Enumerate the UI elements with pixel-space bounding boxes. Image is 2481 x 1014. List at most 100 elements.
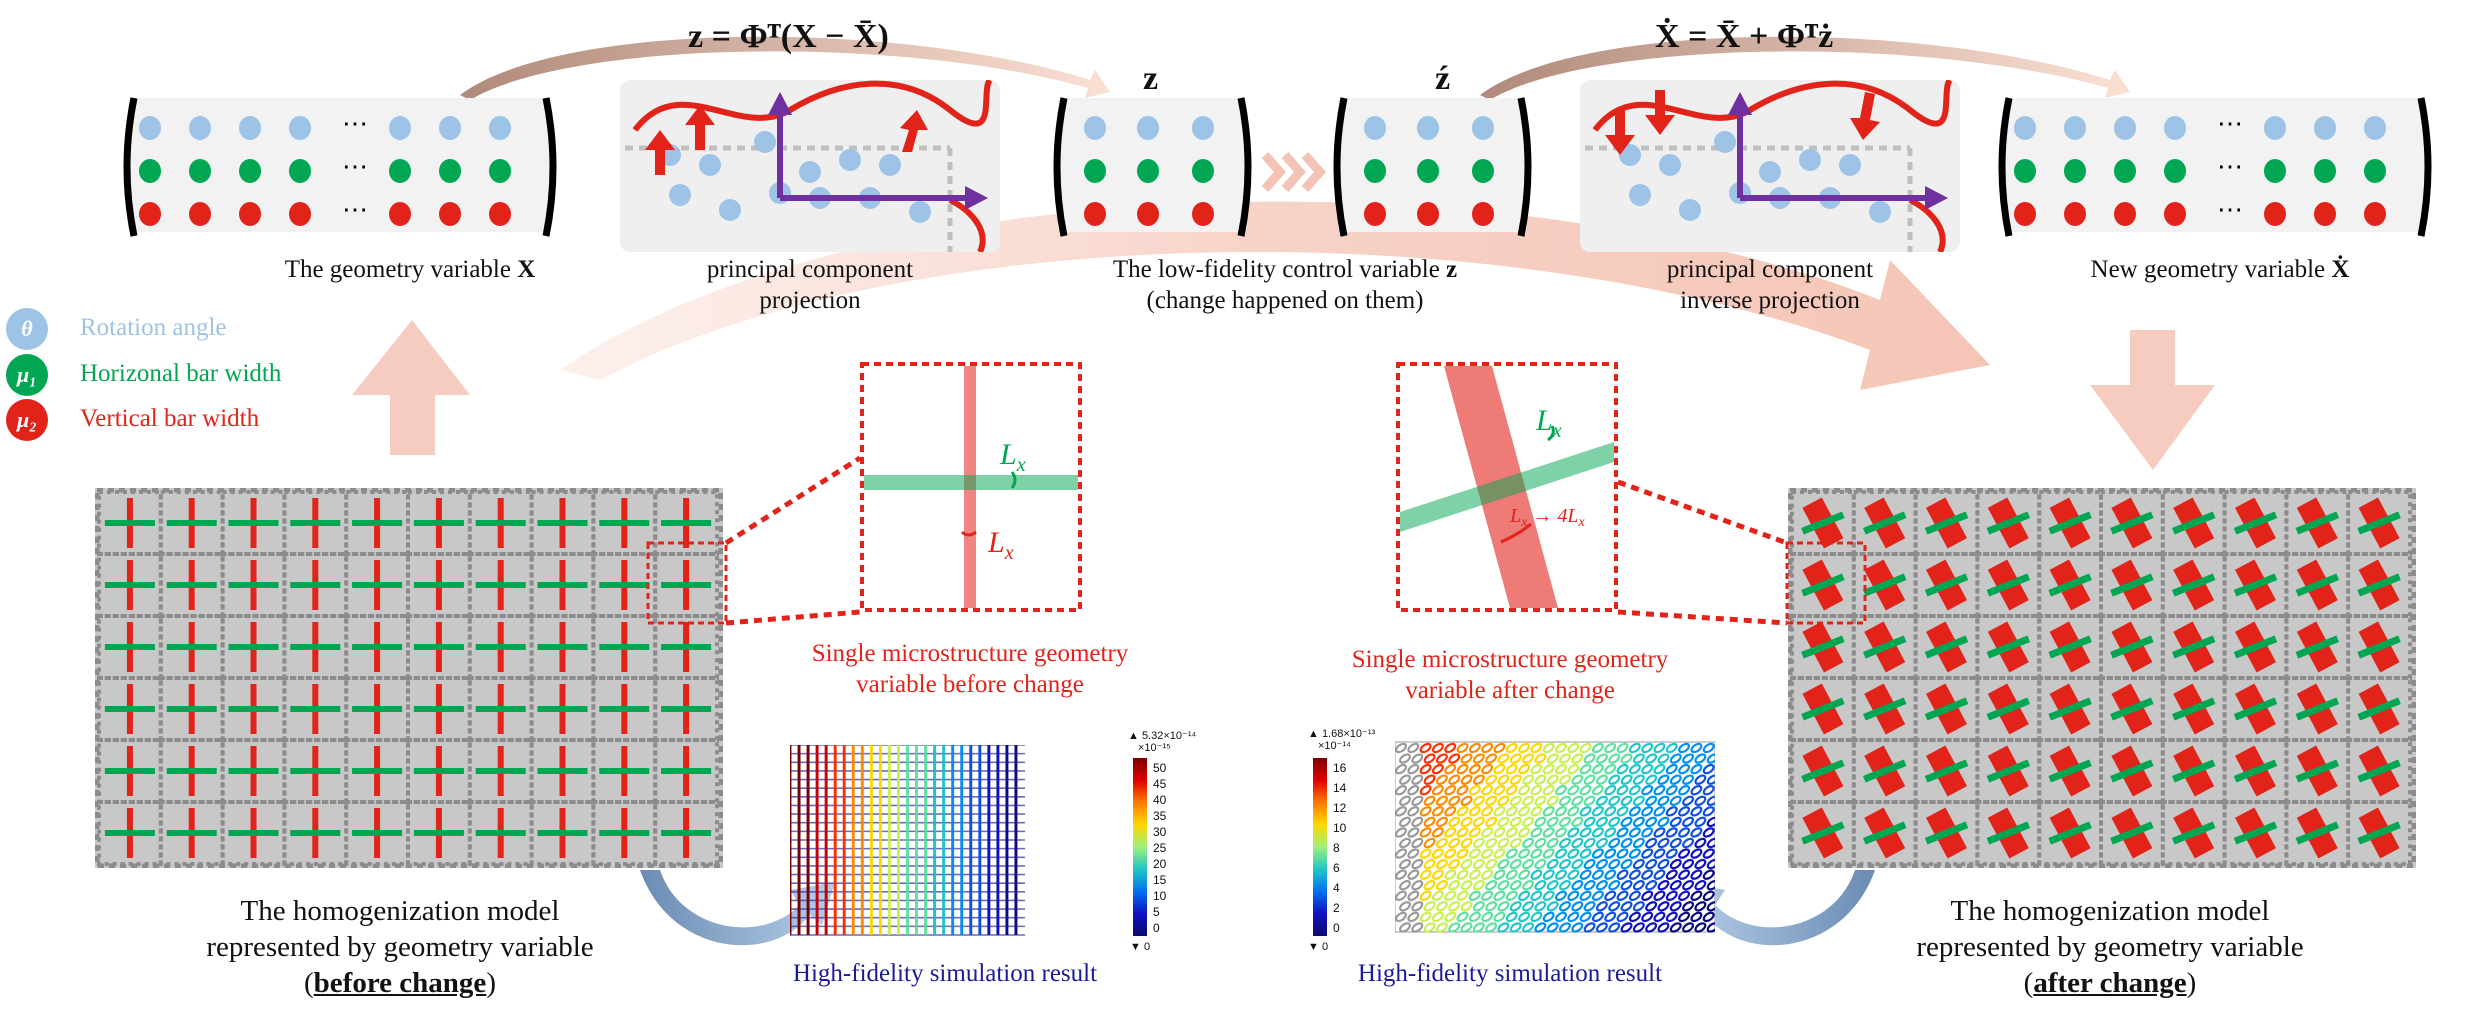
microstructure-unit xyxy=(2110,559,2154,611)
sim-cell xyxy=(1682,880,1695,891)
grid-cell xyxy=(591,800,658,866)
grid-cell xyxy=(1913,490,1980,556)
microstructure-unit xyxy=(599,498,650,548)
sim-cell xyxy=(1411,858,1424,870)
sim-cell xyxy=(1460,816,1473,828)
matrix-dot xyxy=(1192,159,1214,183)
sim-cell xyxy=(1505,890,1518,901)
sim-cell xyxy=(1522,816,1535,828)
grid-cell xyxy=(2284,800,2351,866)
mu2-icon: μ₂ xyxy=(6,399,48,441)
matrix-dot xyxy=(2014,116,2036,140)
sim-cell xyxy=(1608,922,1621,933)
matrix-dot xyxy=(1472,116,1494,140)
grid-cell xyxy=(282,490,349,556)
sim-cell xyxy=(1395,911,1407,923)
sim-cell xyxy=(1559,858,1571,870)
grid-cell xyxy=(1851,614,1918,680)
colorbar-tick-label: 0 xyxy=(1153,921,1160,935)
sim-cell xyxy=(1665,848,1678,859)
colorbar-tick-label: 4 xyxy=(1333,881,1340,895)
sim-cell xyxy=(1690,827,1703,838)
sim-cell xyxy=(1542,911,1555,923)
microstructure-unit xyxy=(537,808,588,858)
grid-cell xyxy=(344,552,410,618)
sim-cell xyxy=(1448,901,1461,912)
sim-cell xyxy=(1419,869,1432,880)
microstructure-unit xyxy=(1862,497,1907,549)
sim-cell xyxy=(1616,785,1629,796)
sim-cell xyxy=(1694,774,1707,785)
sim-cell xyxy=(1448,880,1461,891)
grid-cell xyxy=(220,738,287,804)
sim-cell xyxy=(1678,827,1691,838)
microstructure-unit xyxy=(1862,807,1907,859)
sim-cell xyxy=(1505,911,1518,923)
microstructure-unit xyxy=(2295,559,2340,611)
sim-cell xyxy=(1444,827,1457,838)
sim-cell xyxy=(1518,827,1531,838)
matrix-dot xyxy=(189,116,211,140)
matrix-dot xyxy=(489,116,511,140)
sim-cell xyxy=(1497,880,1510,891)
sim-cell xyxy=(1665,890,1678,901)
sim-cell xyxy=(1632,922,1645,933)
sim-cell xyxy=(1481,890,1494,901)
sim-cell xyxy=(1567,742,1580,754)
sim-cell xyxy=(1682,901,1695,912)
sim-cell xyxy=(1395,869,1407,880)
sim-cell xyxy=(1616,742,1629,754)
sim-cell xyxy=(1468,890,1481,901)
grid-cell xyxy=(467,800,534,866)
ellipsis: ⋯ xyxy=(2217,195,2243,224)
sim-cell xyxy=(1595,880,1608,891)
sim-cell xyxy=(1505,848,1518,859)
sim-cell xyxy=(1407,848,1420,859)
sim-cell xyxy=(1645,774,1658,785)
microstructure-unit xyxy=(2233,621,2278,673)
sim-cell xyxy=(1534,901,1547,912)
sim-cell xyxy=(1399,880,1411,891)
matrix-dot xyxy=(439,202,461,226)
matrix-dot xyxy=(1364,116,1386,140)
sim-cell xyxy=(1628,763,1641,775)
sim-cell xyxy=(1571,774,1584,785)
colorbar-right-min: ▼ 0 xyxy=(1308,941,1329,953)
sim-cell xyxy=(1595,774,1608,785)
sim-cell xyxy=(1481,911,1494,923)
matrix-dot xyxy=(289,116,311,140)
sim-cell xyxy=(1702,911,1715,923)
matrix-dot xyxy=(2164,116,2186,140)
sim-cell xyxy=(1542,806,1555,817)
sim-cell xyxy=(1678,806,1691,817)
microstructure-unit xyxy=(290,498,341,548)
sim-cell xyxy=(1444,763,1457,775)
grid-cell xyxy=(1975,800,2042,866)
sim-cell xyxy=(1485,880,1498,891)
microstructure-unit xyxy=(166,684,217,734)
sim-cell xyxy=(1645,753,1658,764)
microstructure-unit xyxy=(661,684,712,734)
sim-cell xyxy=(1559,880,1571,891)
grid-cell xyxy=(1913,738,1980,804)
microstructure-unit xyxy=(475,684,526,734)
sim-cell xyxy=(1411,795,1424,806)
sim-cell xyxy=(1608,837,1621,849)
sim-cell xyxy=(1456,911,1469,923)
micro-after-zoom: Lx Lx → 4Lx xyxy=(1396,362,1618,612)
sim-cell xyxy=(1620,858,1633,870)
grid-cell xyxy=(406,614,472,680)
sim-cell xyxy=(1657,901,1670,912)
sim-cell xyxy=(1555,785,1567,796)
grid-cell xyxy=(1913,552,1980,618)
grid-cell xyxy=(653,490,720,556)
microstructure-unit xyxy=(166,498,217,548)
sim-right-caption: High-fidelity simulation result xyxy=(1357,960,1663,987)
grid-cell xyxy=(653,552,720,618)
microstructure-unit xyxy=(1924,745,1969,797)
microstructure-unit xyxy=(1986,745,2031,797)
sim-cell xyxy=(1505,742,1518,754)
matrix-dot xyxy=(1417,159,1439,183)
sim-cell xyxy=(1399,858,1411,870)
sim-cell xyxy=(1641,742,1654,754)
